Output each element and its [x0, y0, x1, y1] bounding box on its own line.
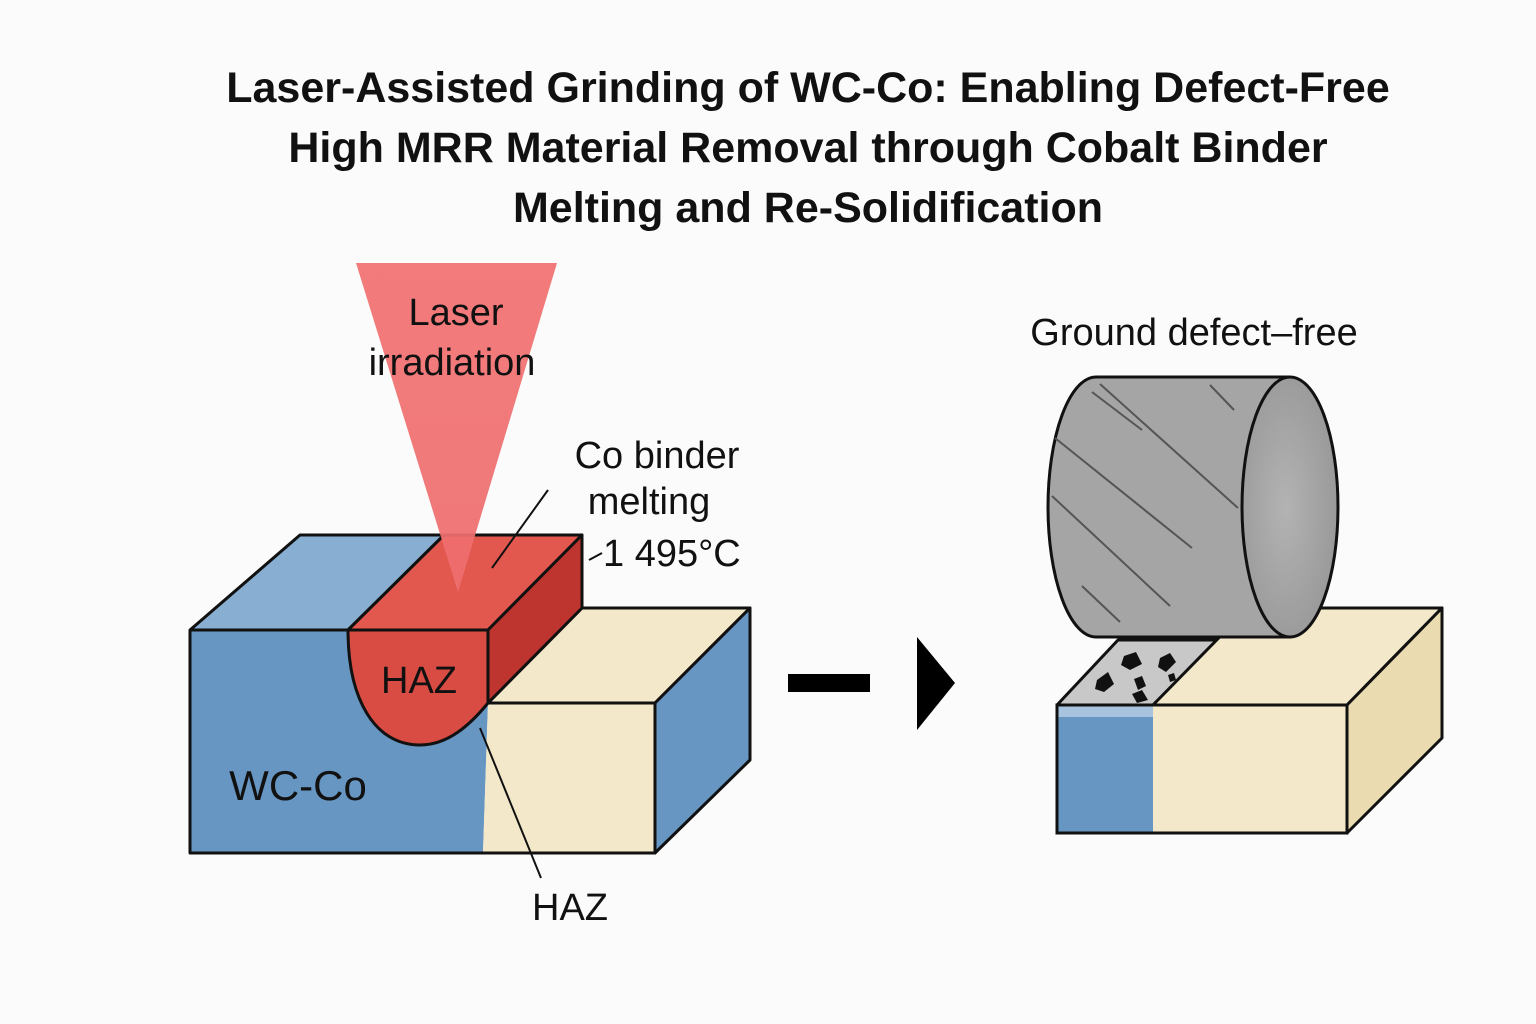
ground-defect-free-label: Ground defect–free	[1030, 312, 1357, 354]
laser-label-line-2: irradiation	[369, 342, 536, 384]
title-line-2: High MRR Material Removal through Cobalt…	[288, 124, 1328, 172]
grinding-wheel	[1046, 375, 1340, 639]
ground-block-front-blue	[1057, 705, 1153, 833]
haz-front-face	[346, 628, 490, 747]
block-front-cream	[483, 703, 655, 853]
laser-label-line-1: Laser	[408, 292, 503, 334]
ground-block-front-blue-highlight	[1057, 705, 1153, 717]
wc-co-label: WC-Co	[229, 762, 367, 809]
co-binder-label-line-1: Co binder	[575, 435, 740, 477]
haz-inner-label: HAZ	[381, 660, 457, 702]
debris-chips	[1095, 652, 1176, 703]
laser-beam	[356, 263, 557, 592]
ground-workpiece-block	[1055, 606, 1444, 835]
ground-block-front-outline	[1055, 703, 1349, 835]
grinding-wheel-body	[1046, 375, 1292, 639]
haz-outer-label: HAZ	[532, 887, 608, 929]
diagram-title: Laser-Assisted Grinding of WC-Co: Enabli…	[150, 58, 1466, 238]
grinding-wheel-hatching	[1051, 383, 1239, 623]
block-front-outline	[188, 630, 657, 855]
grinding-wheel-end-face	[1240, 375, 1340, 639]
haz-melt-zone	[346, 533, 584, 747]
co-binder-label-line-2: melting	[588, 481, 711, 523]
melting-temperature-label: 1 495°C	[603, 533, 741, 575]
haz-leader-line	[479, 727, 542, 879]
ground-block-front-cream	[1153, 705, 1347, 833]
temperature-leader-line	[588, 552, 603, 561]
title-line-1: Laser-Assisted Grinding of WC-Co: Enabli…	[226, 64, 1390, 112]
co-binder-leader-line	[491, 489, 549, 569]
process-arrow-icon	[788, 637, 955, 730]
title-line-3: Melting and Re-Solidification	[512, 184, 1104, 232]
